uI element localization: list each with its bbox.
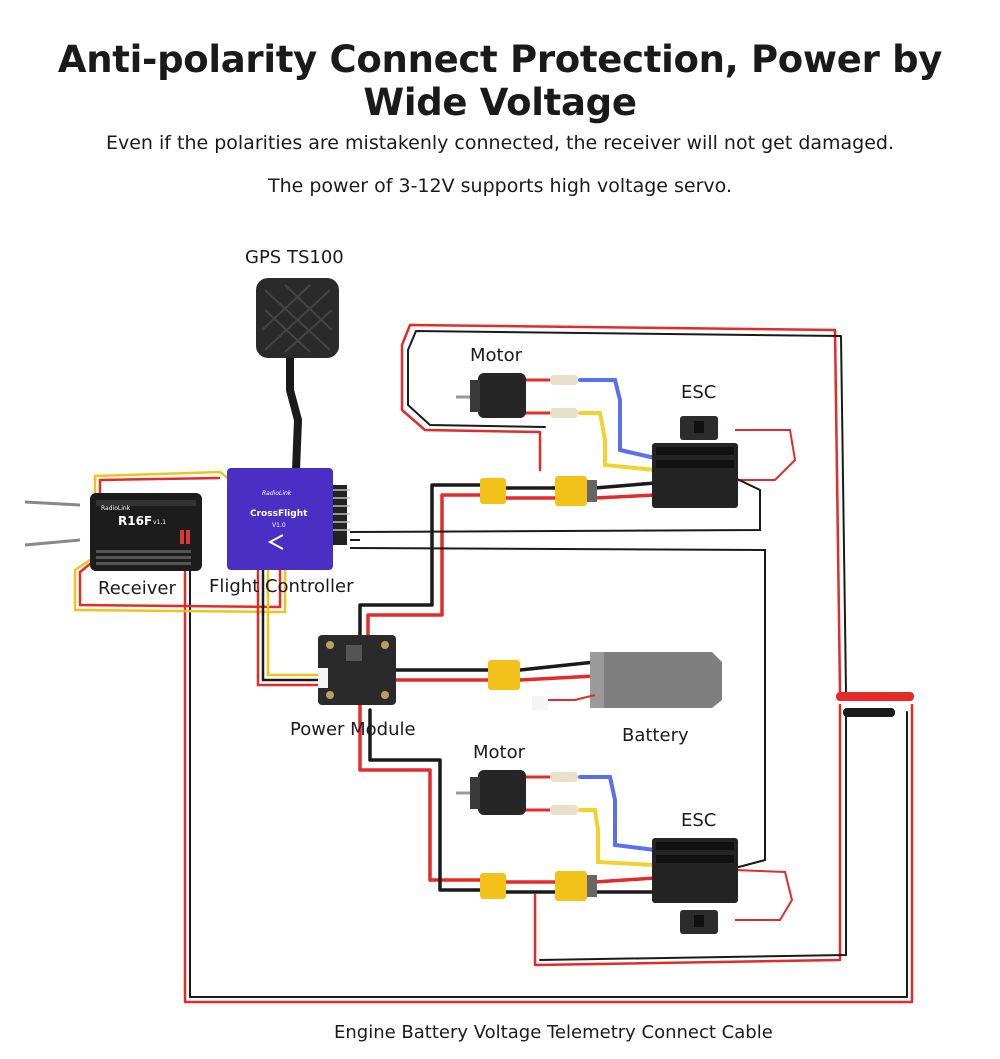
power-module-label: Power Module: [290, 719, 416, 740]
power-wires: [358, 481, 657, 894]
motor-bottom-device: [456, 770, 578, 815]
receiver-label: Receiver: [98, 578, 176, 599]
fc-name: CrossFlight: [250, 509, 308, 519]
battery-device: [532, 652, 722, 710]
motor-top-device: [456, 373, 578, 418]
power-module-device: [318, 635, 396, 705]
telemetry-cable: [183, 323, 914, 1004]
motor-bottom-label: Motor: [473, 742, 526, 763]
esc-bottom-label: ESC: [681, 810, 717, 831]
gps-label: GPS TS100: [245, 247, 344, 268]
telemetry-cable-label: Engine Battery Voltage Telemetry Connect…: [334, 1022, 773, 1043]
subtitle-line-1: Even if the polarities are mistakenly co…: [105, 132, 895, 154]
motor-phase-wires-top: [523, 378, 657, 472]
flight-controller-label: Flight Controller: [209, 576, 354, 597]
flight-controller-device: RadioLink CrossFlight V1.0: [227, 468, 350, 570]
fc-version: V1.0: [272, 522, 286, 529]
receiver-version: v1.1: [153, 519, 166, 526]
esc-top-device: [652, 416, 738, 508]
receiver-device: RadioLink R16F v1.1: [90, 493, 202, 571]
telemetry-splice: [836, 692, 914, 717]
motor-top-label: Motor: [470, 345, 523, 366]
battery-label: Battery: [622, 725, 689, 746]
receiver-model: R16F: [118, 514, 152, 528]
fc-brand: RadioLink: [262, 490, 292, 497]
esc-bottom-device: [652, 838, 738, 934]
receiver-fc-wires: [24, 470, 320, 687]
motor-phase-wires-bottom: [523, 775, 657, 867]
subtitle-line-2: The power of 3-12V supports high voltage…: [267, 175, 732, 197]
receiver-brand: RadioLink: [101, 505, 131, 512]
esc-top-label: ESC: [681, 382, 717, 403]
page-title: Anti-polarity Connect Protection, Power …: [57, 38, 943, 124]
esc-signal-wires: [349, 429, 797, 921]
xt60-connectors: [480, 476, 597, 901]
gps-module: [256, 278, 339, 471]
